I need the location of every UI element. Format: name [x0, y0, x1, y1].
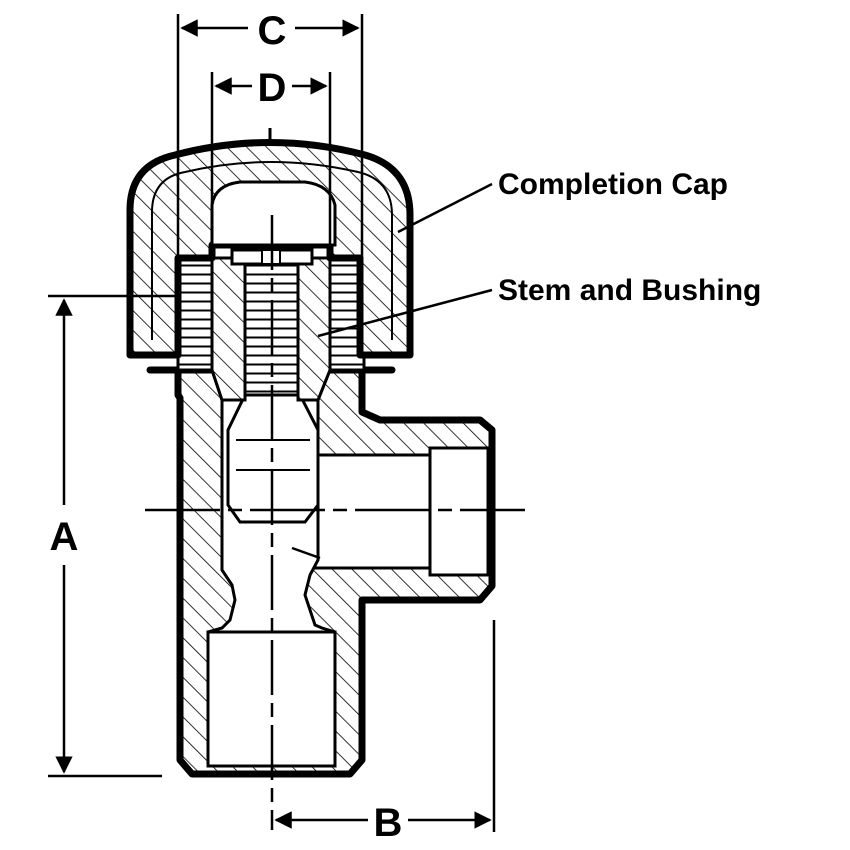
valve-body	[146, 366, 496, 778]
side-port-bore	[313, 446, 490, 577]
callout-completion-cap: Completion Cap	[397, 168, 728, 234]
dimension-c: C	[176, 9, 364, 258]
dimension-label-a: A	[50, 515, 79, 559]
dimension-d: D	[210, 66, 332, 262]
dimension-label-b: B	[374, 801, 403, 845]
callout-stem-and-bushing: Stem and Bushing	[317, 274, 761, 338]
completion-cap-label: Completion Cap	[498, 168, 728, 201]
dimension-label-c: C	[258, 9, 287, 53]
dimension-a: A	[48, 294, 178, 778]
centerlines	[145, 215, 525, 830]
dimension-label-d: D	[258, 66, 287, 110]
stem-and-bushing-label: Stem and Bushing	[498, 274, 761, 307]
dimension-b: B	[274, 620, 496, 845]
